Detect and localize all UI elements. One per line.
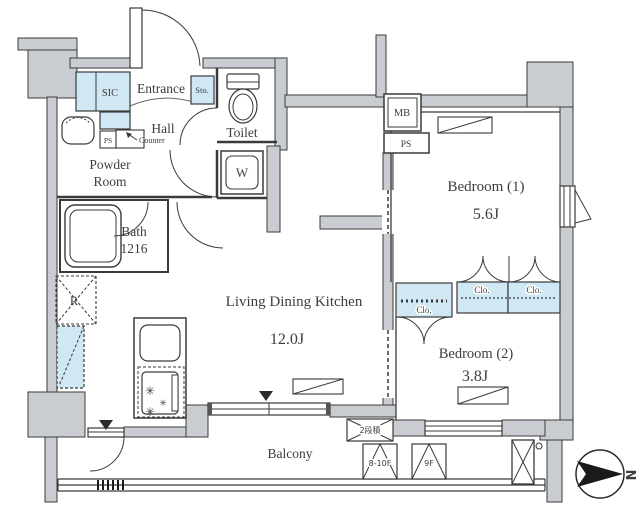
annotation-labels: 2段積 8-10F 9F xyxy=(358,424,436,470)
svg-text:1216: 1216 xyxy=(121,241,148,256)
ac-floors-b-label: 9F xyxy=(424,459,434,468)
balcony-door-arc xyxy=(89,436,125,472)
shelf-symbols xyxy=(292,116,509,405)
meter-box-label: MB xyxy=(394,108,410,119)
washer-label: W xyxy=(236,165,249,180)
balcony-area xyxy=(57,418,546,492)
window-casement xyxy=(574,189,592,224)
counter-box xyxy=(115,129,145,149)
closet-label: Clo. xyxy=(526,285,541,295)
bedroom1-window xyxy=(559,185,576,228)
north-arrow-icon xyxy=(577,461,623,487)
bedroom2-window xyxy=(424,420,503,437)
counter-arrow xyxy=(126,132,132,138)
genkan-step-line xyxy=(129,97,197,107)
ldk-label: Living Dining Kitchen xyxy=(226,294,363,310)
toilet-label: Toilet xyxy=(226,125,258,140)
bedroom2-size: 3.8J xyxy=(462,368,488,385)
entrance-area xyxy=(75,7,215,149)
bath-label: Bath xyxy=(121,224,147,239)
compass: N xyxy=(575,449,637,499)
bath-door-arc xyxy=(113,201,149,237)
pipe-shaft-box xyxy=(383,132,430,154)
door-marker-triangle xyxy=(259,391,273,401)
counter-label: Counter xyxy=(139,136,165,145)
hall-label: Hall xyxy=(151,121,174,136)
kitchen: ✳ ✳ ✳ xyxy=(133,317,187,419)
bedroom1-size: 5.6J xyxy=(473,206,499,223)
ldk-door-arc xyxy=(176,201,224,249)
closet-label: Clo. xyxy=(416,305,431,315)
bedroom1-label: Bedroom (1) xyxy=(447,179,524,195)
sic-label: SIC xyxy=(102,88,118,99)
pipe-shaft-small-label: PS xyxy=(104,136,112,145)
bath-room xyxy=(59,199,169,273)
fixture-labels: SIC Sto. W R MB PS PS Counter Clo. Clo. … xyxy=(70,85,543,317)
washbasin xyxy=(61,116,95,145)
drain-circle xyxy=(535,442,543,450)
meter-pipe-boxes xyxy=(383,93,430,154)
powder-room-label: Powder xyxy=(89,157,131,172)
entrance-label: Entrance xyxy=(137,81,185,96)
closet-bedroom2 xyxy=(395,282,453,318)
kitchen-sink xyxy=(139,324,181,362)
pipe-shaft-label: PS xyxy=(401,140,412,150)
closet-label: Clo. xyxy=(474,285,489,295)
ac-stacked-label: 2段積 xyxy=(359,425,380,435)
storage-label: Sto. xyxy=(195,85,208,95)
toilet-door-arc xyxy=(179,107,218,146)
north-label: N xyxy=(622,470,637,481)
drain-hatch xyxy=(97,480,124,490)
closets xyxy=(395,255,561,345)
refrigerator-label: R xyxy=(70,294,79,308)
svg-text:Room: Room xyxy=(93,174,127,189)
ac-unit-box-b xyxy=(411,443,447,480)
burner-icon: ✳ xyxy=(145,384,155,398)
entrance-door-leaf xyxy=(129,7,143,69)
door-marker-triangle xyxy=(99,420,113,430)
toilet-room xyxy=(179,73,260,146)
windows xyxy=(87,185,592,472)
room-labels: Living Dining Kitchen 12.0J Bedroom (1) … xyxy=(89,81,524,461)
ac-unit-box-a xyxy=(362,443,398,480)
burner-icon: ✳ xyxy=(159,398,167,408)
refrigerator-space xyxy=(55,275,97,389)
balcony-label: Balcony xyxy=(268,446,313,461)
sic-closet xyxy=(75,71,131,112)
bedroom2-label: Bedroom (2) xyxy=(439,346,514,362)
powder-door-arc xyxy=(169,149,218,198)
ac-floors-a-label: 8-10F xyxy=(369,459,392,468)
entrance-door-arc xyxy=(141,9,201,67)
storage-box xyxy=(190,75,215,105)
burner-icon: ✳ xyxy=(145,405,155,419)
powder-room-fixtures xyxy=(61,116,264,249)
ldk-size: 12.0J xyxy=(270,331,304,348)
